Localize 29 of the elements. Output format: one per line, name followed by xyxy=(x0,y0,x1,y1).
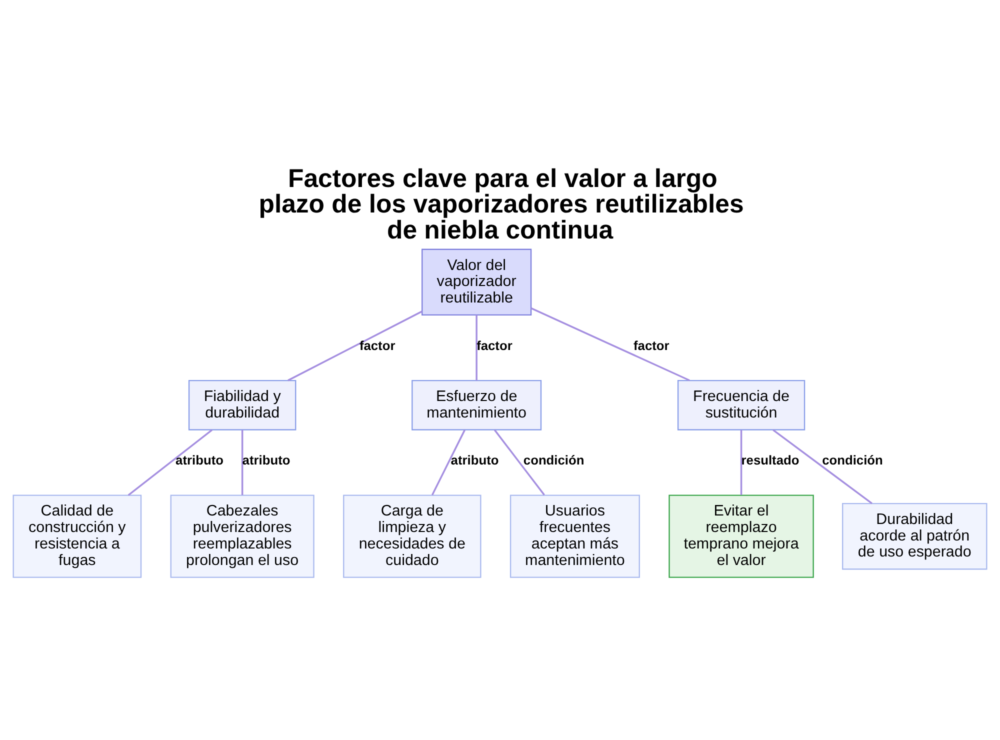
edge-label: condición xyxy=(523,452,584,468)
node-box: Frecuencia de sustitución xyxy=(677,380,806,430)
node-box: Durabilidad acorde al patrón de uso esperado xyxy=(842,502,988,570)
connector xyxy=(128,429,213,496)
edge-label: condición xyxy=(822,452,883,468)
node-box: Usuarios frecuentes aceptan más mantenimiento xyxy=(510,494,640,578)
node-box: Valor del vaporizador reutilizable xyxy=(422,248,532,316)
connector xyxy=(476,315,478,380)
edge-label: factor xyxy=(634,338,670,353)
node-box: Evitar el reemplazo temprano mejora el valor xyxy=(668,494,814,578)
edge-label: atributo xyxy=(242,452,290,468)
node-box: Cabezales pulverizadores reemplazables prolongan el uso xyxy=(170,494,314,578)
connector xyxy=(494,429,545,496)
node-box: Calidad de construcción y resistencia a fugas xyxy=(12,494,142,578)
edge-label: resultado xyxy=(741,452,800,468)
edge-label: factor xyxy=(476,338,512,353)
connector xyxy=(530,307,690,382)
connector xyxy=(740,430,742,495)
node-box: Esfuerzo de mantenimiento xyxy=(412,380,542,430)
diagram-title: Factores clave para el valor a largo plazo de los vaporizadores reutilizables de niebla continua xyxy=(258,164,744,244)
connector xyxy=(431,430,466,496)
edge-label: factor xyxy=(359,338,396,353)
connector xyxy=(288,310,422,382)
edge-label: atributo xyxy=(176,452,224,468)
edge-label: atributo xyxy=(450,452,499,468)
node-box: Fiabilidad y durabilidad xyxy=(188,380,296,430)
connector xyxy=(241,430,244,495)
node-box: Carga de limpieza y necesidades de cuidado xyxy=(343,494,482,578)
connector xyxy=(772,429,872,504)
